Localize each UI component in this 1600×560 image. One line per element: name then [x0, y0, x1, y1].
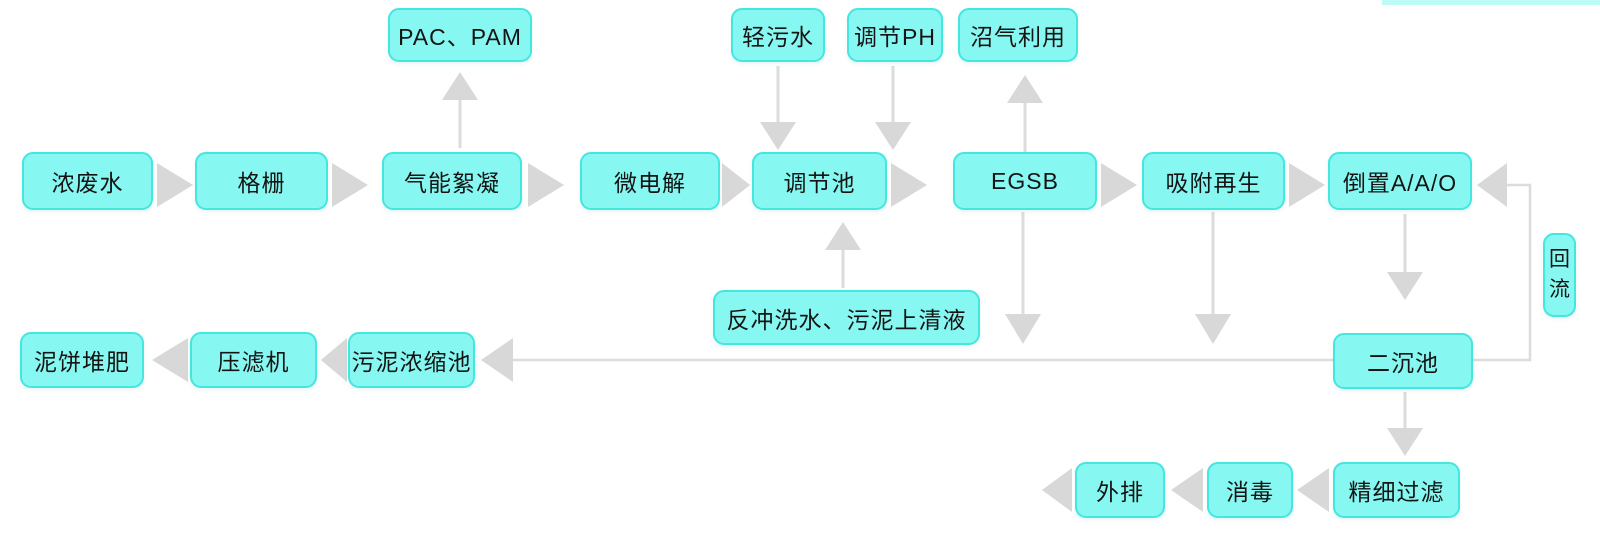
node-fine-filtration: 精细过滤: [1333, 462, 1460, 518]
arrow-left-icon: [321, 338, 347, 382]
node-light-wastewater: 轻污水: [731, 8, 825, 62]
arrow-right-icon: [332, 163, 368, 207]
arrow-right-icon: [722, 163, 750, 207]
arrow-up-icon: [825, 222, 861, 250]
arrow-right-icon: [891, 163, 927, 207]
arrow-left-icon: [1297, 468, 1329, 512]
node-disinfection: 消毒: [1207, 462, 1293, 518]
return-line: [1473, 163, 1532, 362]
node-adsorption-regeneration: 吸附再生: [1142, 152, 1285, 210]
node-micro-electrolysis: 微电解: [580, 152, 720, 210]
node-inverted-aao: 倒置A/A/O: [1328, 152, 1472, 210]
node-backwash-supernatant: 反冲洗水、污泥上清液: [713, 290, 980, 345]
node-biogas-utilization: 沼气利用: [958, 8, 1078, 62]
node-concentrated-wastewater: 浓废水: [22, 152, 153, 210]
sludge-line: [152, 338, 1333, 382]
node-regulating-tank: 调节池: [752, 152, 887, 210]
node-sludge-cake-compost: 泥饼堆肥: [20, 332, 144, 388]
arrow-down-icon: [875, 122, 911, 150]
node-filter-press: 压滤机: [190, 332, 317, 388]
backwash-arrow: [825, 222, 861, 288]
arrow-down-icon: [1387, 428, 1423, 456]
arrow-up-icon: [442, 72, 478, 100]
reflux-path: [1473, 183, 1532, 362]
node-egsb: EGSB: [953, 152, 1097, 210]
arrow-left-icon: [1477, 163, 1507, 207]
node-bar-screen: 格栅: [195, 152, 328, 210]
arrow-down-icon: [760, 122, 796, 150]
arrow-left-icon: [481, 338, 513, 382]
main-flow-arrows: [157, 163, 1325, 207]
node-secondary-sedimentation-tank: 二沉池: [1333, 333, 1473, 389]
arrow-right-icon: [157, 163, 193, 207]
arrow-right-icon: [1289, 163, 1325, 207]
arrow-right-icon: [1101, 163, 1137, 207]
cutoff-box-top-right: [1382, 0, 1600, 5]
node-pac-pam: PAC、PAM: [388, 8, 532, 62]
node-adjust-ph: 调节PH: [847, 8, 943, 62]
arrow-right-icon: [528, 163, 564, 207]
arrow-down-icon: [1005, 314, 1041, 344]
arrow-down-icon: [1195, 314, 1231, 344]
arrow-down-icon: [1387, 272, 1423, 300]
arrow-left-icon: [1042, 468, 1072, 512]
node-sludge-thickening-tank: 污泥浓缩池: [348, 332, 475, 388]
arrow-up-icon: [1007, 75, 1043, 103]
sludge-drop-arrows: [1005, 212, 1423, 344]
node-discharge: 外排: [1075, 462, 1165, 518]
arrow-left-icon: [152, 338, 188, 382]
node-gas-flocculation: 气能絮凝: [382, 152, 522, 210]
arrow-left-icon: [1171, 468, 1203, 512]
effluent-arrows: [1042, 392, 1423, 512]
dosing-arrows: [442, 66, 1043, 152]
node-reflux: 回流: [1543, 233, 1576, 317]
